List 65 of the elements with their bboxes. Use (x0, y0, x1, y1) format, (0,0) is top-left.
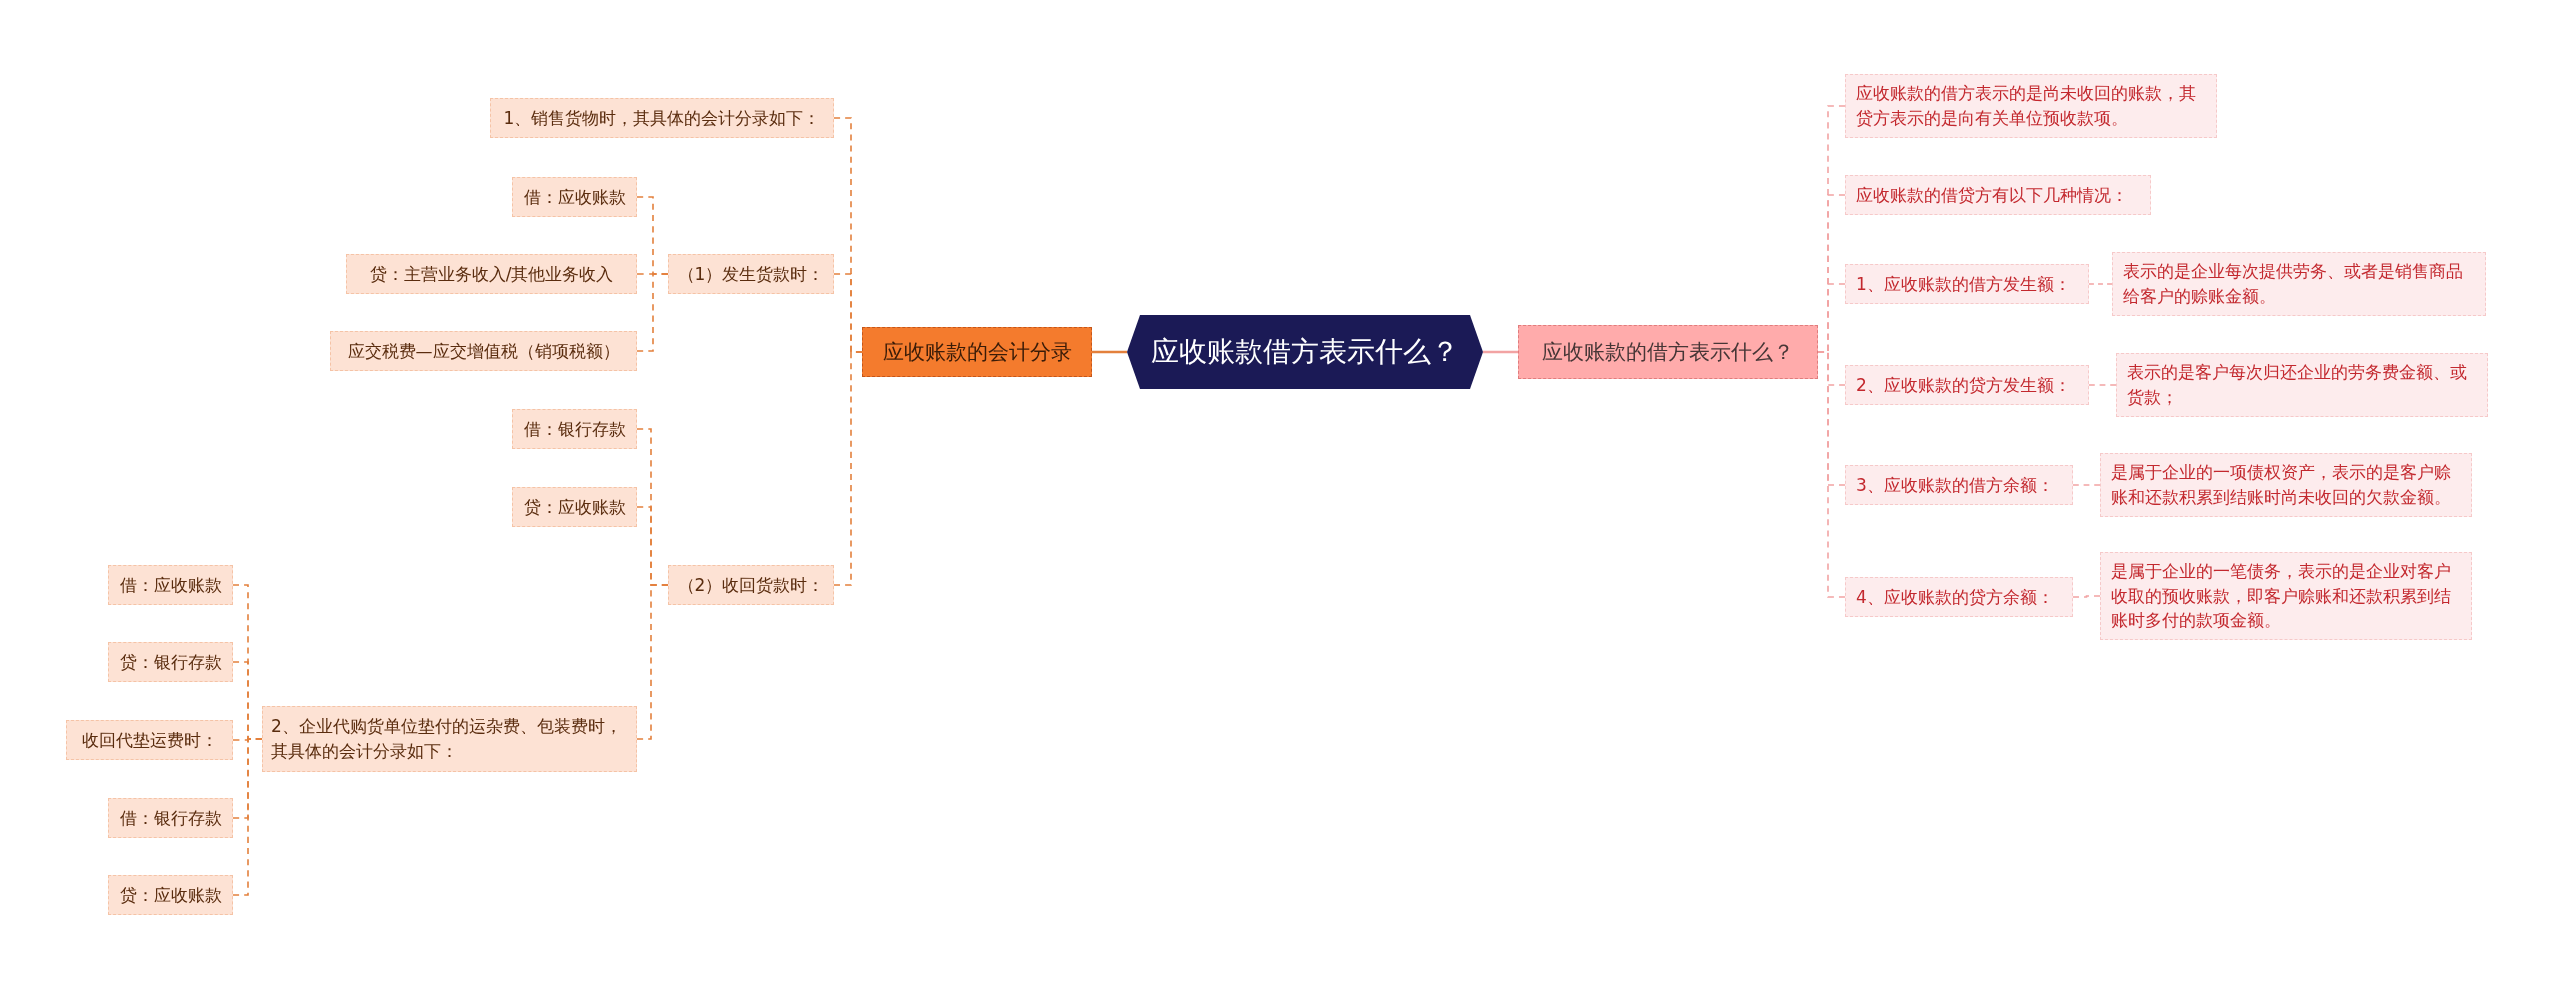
branch-topic-text: 应收账款的会计分录 (882, 338, 1072, 366)
entry-text: 贷：应收账款 (119, 883, 222, 907)
note-box (2116, 353, 2488, 417)
note-text: 是属于企业的一项债权资产，表示的是客户赊账和还款积累到结账时尚未收回的欠款金额。 (2111, 461, 2452, 509)
entry-text: 1、销售货物时，其具体的会计分录如下： (503, 106, 821, 130)
entry-text: 贷：应收账款 (523, 495, 626, 519)
note-box (1845, 264, 2089, 304)
entry-box (66, 720, 233, 760)
entry-text: （1）发生货款时： (677, 262, 825, 286)
entry-box (262, 706, 637, 772)
entry-text: 收回代垫运费时： (81, 728, 218, 752)
entry-box (330, 331, 637, 371)
central-topic (1127, 315, 1483, 389)
connector-line (636, 584, 669, 740)
note-box (2112, 252, 2486, 316)
note-box (1845, 74, 2217, 138)
note-box (1845, 465, 2073, 505)
connector-line (2072, 595, 2101, 598)
entry-box (512, 487, 637, 527)
connector-line (1483, 350, 1518, 354)
connector-line (2088, 384, 2117, 386)
branch-topic-box (862, 327, 1092, 377)
entry-text: 借：银行存款 (523, 417, 626, 441)
entry-box (108, 798, 233, 838)
connector-line (833, 351, 863, 586)
entry-box (346, 254, 637, 294)
connector-line (232, 738, 263, 896)
entry-box (108, 642, 233, 682)
note-text: 3、应收账款的借方余额： (1856, 473, 2054, 497)
entry-text: 贷：银行存款 (119, 650, 222, 674)
entry-box (108, 875, 233, 915)
note-text: 是属于企业的一笔债务，表示的是企业对客户收取的预收账款，即客户赊账和还款积累到结账时多付的款项金额。 (2111, 560, 2452, 633)
entry-text: 2、企业代购货单位垫付的运杂费、包装费时，其具体的会计分录如下： (271, 715, 623, 763)
central-topic-title: 应收账款借方表示什么？ (1151, 333, 1459, 370)
note-text: 表示的是客户每次归还企业的劳务费金额、或货款； (2127, 361, 2468, 409)
connector-line (2072, 484, 2101, 486)
entry-box (490, 98, 834, 138)
entry-box (668, 565, 834, 605)
connector-line (636, 273, 669, 352)
entry-box (512, 409, 637, 449)
entry-box (512, 177, 637, 217)
branch-topic-box (1518, 325, 1818, 379)
branch-topic-text: 应收账款的借方表示什么？ (1542, 338, 1794, 366)
entry-text: 借：银行存款 (119, 806, 222, 830)
note-text: 应收账款的借方表示的是尚未收回的账款，其贷方表示的是向有关单位预收款项。 (1856, 82, 2197, 130)
note-text: 表示的是企业每次提供劳务、或者是销售商品给客户的赊账金额。 (2123, 260, 2464, 308)
note-box (2100, 552, 2472, 640)
entry-box (108, 565, 233, 605)
entry-text: （2）收回货款时： (677, 573, 825, 597)
note-text: 2、应收账款的贷方发生额： (1856, 373, 2071, 397)
note-box (2100, 453, 2472, 517)
connector-line (2088, 283, 2113, 285)
note-text: 1、应收账款的借方发生额： (1856, 272, 2071, 296)
note-box (1845, 577, 2073, 617)
note-text: 应收账款的借贷方有以下几种情况： (1856, 183, 2128, 207)
connector-line (1817, 351, 1846, 598)
note-box (1845, 365, 2089, 405)
note-text: 4、应收账款的贷方余额： (1856, 585, 2054, 609)
entry-text: 借：应收账款 (523, 185, 626, 209)
entry-text: 借：应收账款 (119, 573, 222, 597)
connector-line (1092, 350, 1127, 354)
entry-box (668, 254, 834, 294)
entry-text: 应交税费—应交增值税（销项税额） (347, 339, 620, 363)
note-box (1845, 175, 2151, 215)
entry-text: 贷：主营业务收入/其他业务收入 (369, 262, 614, 286)
